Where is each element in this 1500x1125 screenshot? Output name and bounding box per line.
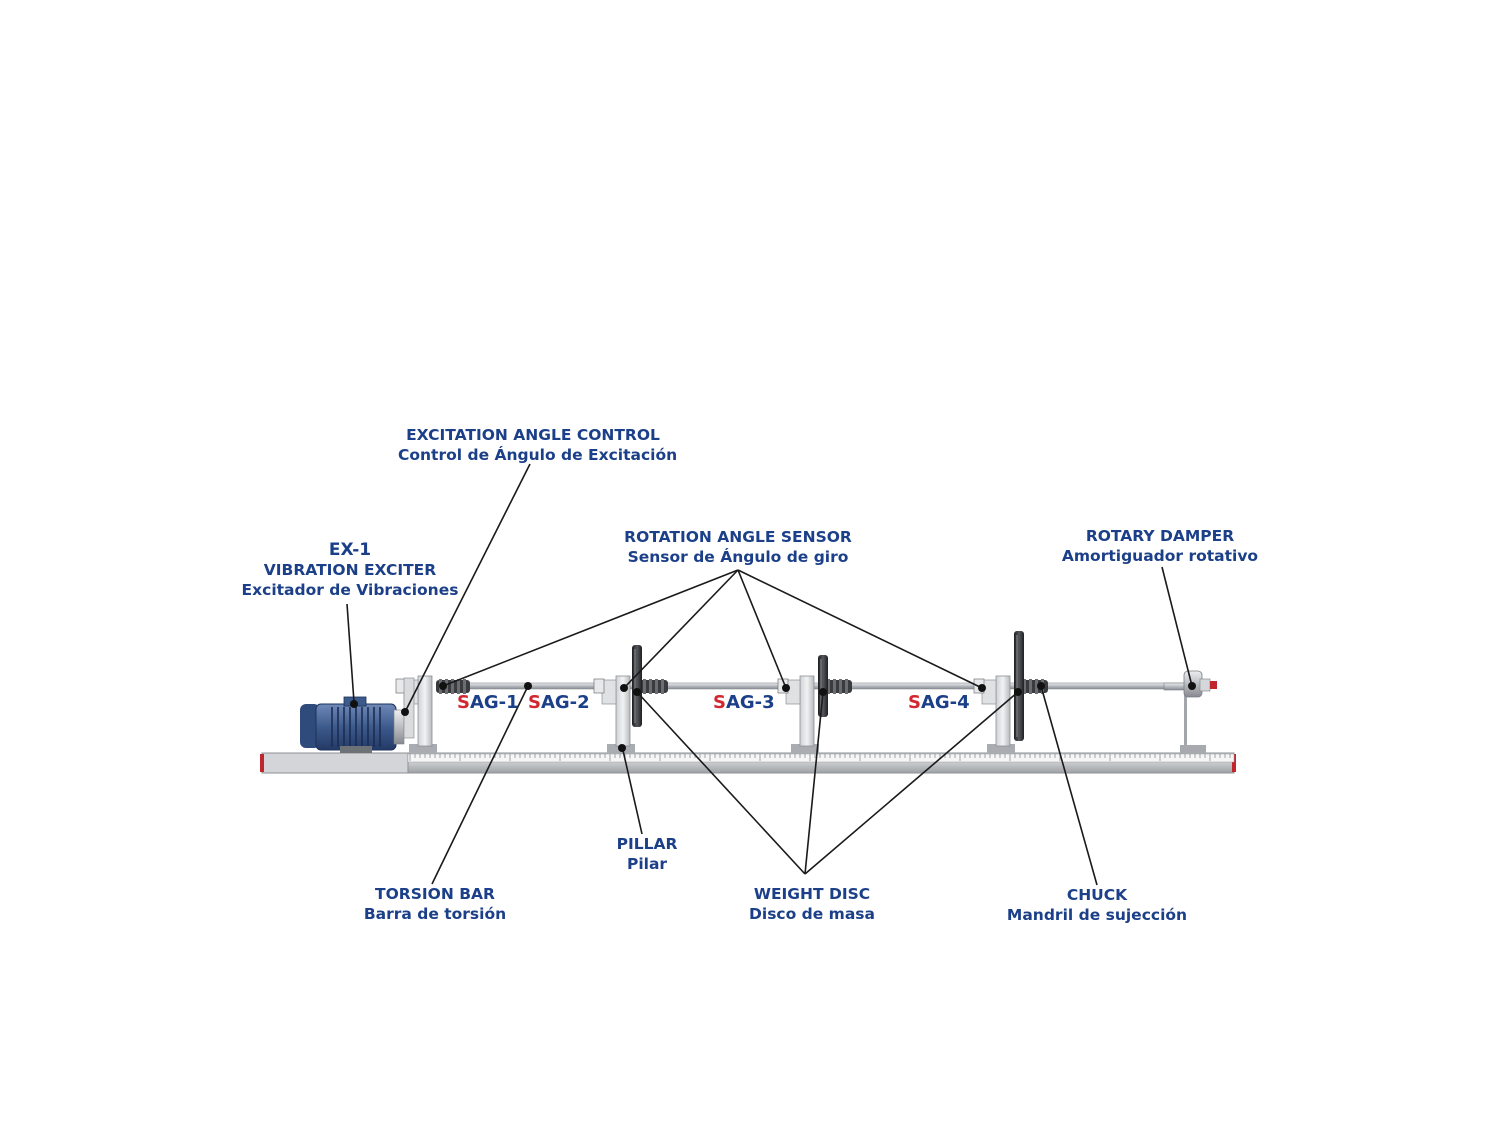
leader-line <box>623 569 739 689</box>
sensor-tag-prefix: S <box>457 692 470 713</box>
pillar-upright <box>417 675 433 747</box>
label-rotation-angle-sensor: ROTATION ANGLE SENSOR Sensor de Ángulo d… <box>618 527 858 567</box>
leader-dot <box>1037 682 1045 690</box>
weight-disc-highlight <box>634 649 636 723</box>
label-weight-disc: WEIGHT DISC Disco de masa <box>742 884 882 924</box>
leader-line <box>1161 566 1193 687</box>
torsion-bar-title: TORSION BAR <box>375 885 495 903</box>
leader-dot <box>439 682 447 690</box>
leader-dot <box>1188 682 1196 690</box>
chuck-rib <box>643 679 646 694</box>
weight-disc <box>632 645 642 727</box>
pillar-foot <box>987 744 1015 754</box>
leader-line <box>804 691 824 875</box>
chuck-rib <box>1029 679 1032 694</box>
leader-dot <box>618 744 626 752</box>
weight-disc-title: WEIGHT DISC <box>753 885 871 903</box>
rotation-angle-sensor-title: ROTATION ANGLE SENSOR <box>624 528 852 546</box>
exciter-plate <box>403 677 415 739</box>
sensor-tag-sag-4: SAG-4 <box>908 692 970 713</box>
chuck-rib <box>839 679 842 694</box>
leader-line <box>621 745 643 835</box>
pillar-upright <box>799 675 815 747</box>
pillar-foot <box>409 744 437 754</box>
sensor-tag-code: AG-4 <box>920 692 970 713</box>
leader-line <box>442 569 739 687</box>
leader-line <box>636 691 806 875</box>
torsion-bar-subtitle: Barra de torsión <box>363 905 507 923</box>
rail-scale <box>409 754 1231 761</box>
leader-dot <box>978 684 986 692</box>
chuck-rib <box>1035 679 1038 694</box>
weight-disc <box>818 655 828 717</box>
rotation-angle-sensor <box>593 678 605 694</box>
leader-dots <box>350 682 1196 752</box>
chuck-rib <box>457 679 460 694</box>
chuck-rib <box>661 679 664 694</box>
rotation-angle-sensor-subtitle: Sensor de Ángulo de giro <box>627 548 849 566</box>
vibration-exciter-motor <box>300 696 405 753</box>
pillar-subtitle: Pilar <box>626 855 668 873</box>
sensor-tag-code: AG-1 <box>469 692 519 713</box>
leader-line <box>404 463 531 713</box>
pillar-title: PILLAR <box>616 835 678 853</box>
weight-disc-subtitle: Disco de masa <box>749 905 875 923</box>
leader-dot <box>819 688 827 696</box>
vibration-exciter-code: EX-1 <box>328 540 372 560</box>
leader-dot <box>782 684 790 692</box>
leader-line <box>431 685 529 885</box>
leader-lines <box>346 463 1193 886</box>
excitation-angle-control-title: EXCITATION ANGLE CONTROL <box>406 426 660 444</box>
pillars-group <box>395 631 1048 754</box>
vibration-exciter-title: VIBRATION EXCITER <box>263 561 437 579</box>
leader-line <box>737 569 983 689</box>
label-chuck: CHUCK Mandril de sujección <box>1002 885 1192 925</box>
sensor-tag-sag-2: SAG-2 <box>528 692 590 713</box>
chuck-rib <box>649 679 652 694</box>
label-vibration-exciter: EX-1 VIBRATION EXCITER Excitador de Vibr… <box>240 540 460 600</box>
leader-line <box>737 569 787 689</box>
sensor-tag-sag-1: SAG-1 <box>457 692 519 713</box>
rotary-damper-subtitle: Amortiguador rotativo <box>1061 547 1259 565</box>
weight-disc-highlight <box>820 659 822 713</box>
sensor-tag-sag-3: SAG-3 <box>713 692 775 713</box>
pillar-foot <box>791 744 819 754</box>
sensor-tag-prefix: S <box>908 692 921 713</box>
chuck-rib <box>845 679 848 694</box>
pillar-upright <box>995 675 1011 747</box>
base-rail <box>260 752 1236 774</box>
weight-disc-highlight <box>1016 635 1018 737</box>
leader-dot <box>1014 688 1022 696</box>
sensor-tag-prefix: S <box>713 692 726 713</box>
label-rotary-damper: ROTARY DAMPER Amortiguador rotativo <box>1058 526 1262 566</box>
chuck-rib <box>463 679 466 694</box>
leader-dot <box>524 682 532 690</box>
label-pillar: PILLAR Pilar <box>607 834 687 874</box>
sensor-tag-code: AG-2 <box>540 692 590 713</box>
vibration-exciter-subtitle: Excitador de Vibraciones <box>241 581 459 599</box>
leader-dot <box>350 700 358 708</box>
chuck-rib <box>655 679 658 694</box>
label-excitation-angle-control: EXCITATION ANGLE CONTROL Control de Ángu… <box>398 425 678 465</box>
leader-line <box>1040 685 1098 886</box>
chuck-rib <box>833 679 836 694</box>
rotary-damper-title: ROTARY DAMPER <box>1085 527 1235 545</box>
chuck-rib <box>1023 679 1026 694</box>
leader-dot <box>401 708 409 716</box>
chuck-subtitle: Mandril de sujección <box>1006 906 1188 924</box>
leader-line <box>346 603 355 703</box>
chuck-title: CHUCK <box>1066 886 1128 904</box>
leader-dot <box>633 688 641 696</box>
sensor-tag-code: AG-3 <box>725 692 775 713</box>
chuck-rib <box>451 679 454 694</box>
sensor-tag-prefix: S <box>528 692 541 713</box>
chuck-rib <box>827 679 830 694</box>
excitation-angle-control-subtitle: Control de Ángulo de Excitación <box>398 446 678 464</box>
weight-disc <box>1014 631 1024 741</box>
leader-line <box>804 691 1019 875</box>
leader-dot <box>620 684 628 692</box>
label-torsion-bar: TORSION BAR Barra de torsión <box>360 884 510 924</box>
